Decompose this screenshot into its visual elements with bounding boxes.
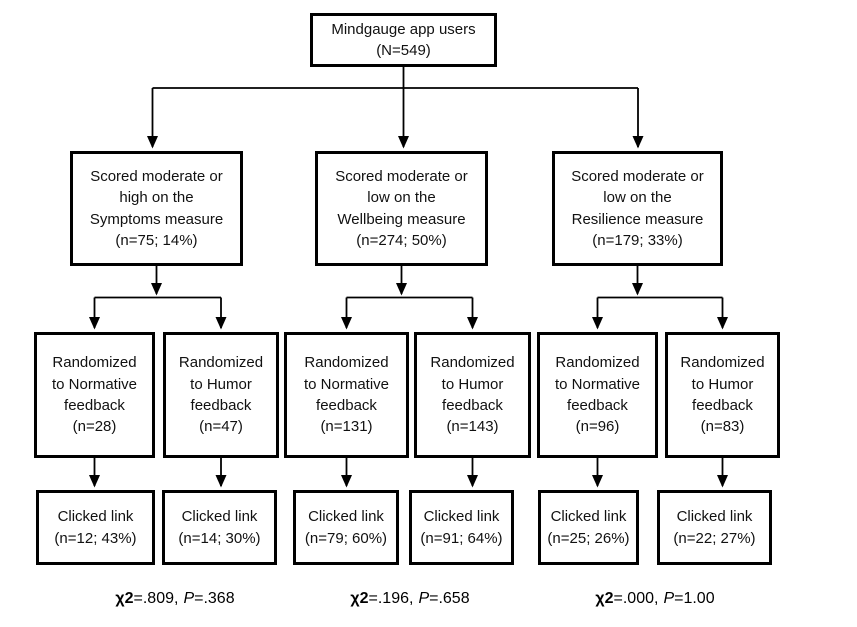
p-value: =1.00 — [674, 590, 715, 607]
node-screen-symptoms: Scored moderate or high on the Symptoms … — [70, 151, 243, 266]
stat-chi-square-wellbeing: χ2=.196,P=.658 — [325, 590, 495, 608]
node-randomized-humor-resilience: Randomized to Humor feedback (n=83) — [665, 332, 780, 458]
node-label: Randomized to Humor feedback (n=143) — [430, 354, 515, 436]
node-clicked-link-normative-symptoms: Clicked link (n=12; 43%) — [36, 490, 155, 565]
node-screen-resilience-label: Scored moderate or low on the Resilience… — [571, 167, 704, 249]
node-screen-wellbeing-label: Scored moderate or low on the Wellbeing … — [335, 167, 468, 249]
stat-chi-square-resilience: χ2=.000,P=1.00 — [570, 590, 740, 608]
node-label: Clicked link (n=79; 60%) — [304, 508, 388, 547]
p-value: =.658 — [429, 590, 470, 607]
node-clicked-link-normative-resilience: Clicked link (n=25; 26%) — [538, 490, 639, 565]
p-value: =.368 — [194, 590, 235, 607]
node-label: Randomized to Normative feedback (n=96) — [554, 354, 641, 436]
chi-value: =.196, — [368, 590, 414, 607]
node-randomized-normative-symptoms: Randomized to Normative feedback (n=28) — [34, 332, 155, 458]
p-label: P — [663, 590, 675, 607]
node-screen-resilience: Scored moderate or low on the Resilience… — [552, 151, 723, 266]
node-label: Clicked link (n=12; 43%) — [54, 508, 137, 547]
chi-label: χ2 — [115, 590, 134, 607]
chi-value: =.809, — [133, 590, 179, 607]
connector-root-split — [147, 67, 644, 149]
node-root-label: Mindgauge app users (N=549) — [331, 20, 476, 59]
chi-value: =.000, — [613, 590, 659, 607]
connector-clicked-arrows — [89, 458, 728, 488]
node-randomized-humor-wellbeing: Randomized to Humor feedback (n=143) — [414, 332, 531, 458]
node-clicked-link-humor-symptoms: Clicked link (n=14; 30%) — [162, 490, 277, 565]
stat-chi-square-symptoms: χ2=.809,P=.368 — [90, 590, 260, 608]
node-root: Mindgauge app users (N=549) — [310, 13, 497, 67]
node-label: Randomized to Humor feedback (n=47) — [178, 354, 264, 436]
connector-split-symptoms — [89, 266, 227, 330]
node-label: Randomized to Normative feedback (n=28) — [51, 354, 138, 436]
chi-label: χ2 — [350, 590, 369, 607]
node-clicked-link-humor-resilience: Clicked link (n=22; 27%) — [657, 490, 772, 565]
node-randomized-normative-wellbeing: Randomized to Normative feedback (n=131) — [284, 332, 409, 458]
chi-label: χ2 — [595, 590, 614, 607]
node-label: Randomized to Normative feedback (n=131) — [303, 354, 390, 436]
node-label: Clicked link (n=14; 30%) — [178, 508, 261, 547]
node-clicked-link-humor-wellbeing: Clicked link (n=91; 64%) — [409, 490, 514, 565]
p-label: P — [418, 590, 430, 607]
connector-split-resilience — [592, 266, 728, 330]
connector-split-wellbeing — [341, 266, 478, 330]
node-label: Clicked link (n=91; 64%) — [420, 508, 503, 547]
node-clicked-link-normative-wellbeing: Clicked link (n=79; 60%) — [293, 490, 399, 565]
node-randomized-humor-symptoms: Randomized to Humor feedback (n=47) — [163, 332, 279, 458]
p-label: P — [183, 590, 195, 607]
node-screen-symptoms-label: Scored moderate or high on the Symptoms … — [89, 167, 224, 249]
node-label: Clicked link (n=22; 27%) — [673, 508, 756, 547]
node-screen-wellbeing: Scored moderate or low on the Wellbeing … — [315, 151, 488, 266]
node-label: Clicked link (n=25; 26%) — [547, 508, 630, 547]
node-randomized-normative-resilience: Randomized to Normative feedback (n=96) — [537, 332, 658, 458]
node-label: Randomized to Humor feedback (n=83) — [680, 354, 765, 436]
